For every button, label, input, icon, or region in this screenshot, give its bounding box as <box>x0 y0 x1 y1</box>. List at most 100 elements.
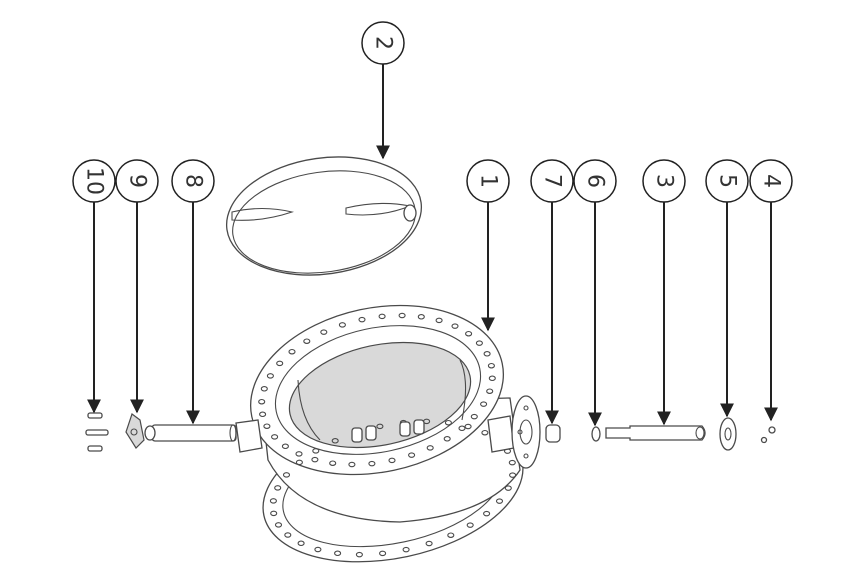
bolt-hole <box>303 338 311 344</box>
bolt-hole <box>425 540 433 547</box>
callout-number: 4 <box>759 174 784 188</box>
bolt-hole <box>451 323 459 329</box>
part-8-shaft <box>144 424 237 442</box>
bolt-hole <box>270 510 278 517</box>
bolt-hole <box>281 443 289 450</box>
callout-6: 6 <box>573 159 617 203</box>
bolt-hole <box>488 375 496 382</box>
callout-3: 3 <box>642 159 686 203</box>
callout-number: 1 <box>476 174 501 188</box>
callout-number: 7 <box>540 174 565 188</box>
callout-1: 1 <box>466 159 510 203</box>
bolt-hole <box>470 413 478 420</box>
callout-circle <box>72 159 116 203</box>
bolt-hole <box>504 485 512 491</box>
part-7-bushing <box>545 424 561 443</box>
bolt-hole <box>509 472 517 478</box>
callout-number: 2 <box>371 36 396 50</box>
part-5-washer <box>719 417 737 451</box>
bolt-hole <box>259 411 267 418</box>
bolt-hole <box>269 498 277 504</box>
part-10-bolts <box>85 412 109 452</box>
bolt-hole <box>368 460 376 467</box>
bolt-hole <box>444 419 452 426</box>
bolt-hole <box>408 452 416 458</box>
callout-number: 10 <box>82 167 107 195</box>
callout-circle <box>642 159 686 203</box>
bolt-hole <box>443 436 451 442</box>
bolt-hole <box>355 551 363 558</box>
bolt-hole <box>260 386 268 392</box>
callout-2: 2 <box>361 21 405 65</box>
part-body <box>235 304 541 563</box>
callout-number: 6 <box>583 174 608 188</box>
bolt-hole <box>274 485 282 491</box>
bolt-hole <box>271 434 279 440</box>
bolt-hole <box>358 316 366 323</box>
bolt-hole <box>475 340 483 346</box>
bolt-hole <box>483 351 491 357</box>
bolt-hole <box>266 373 274 379</box>
bolt-hole <box>481 429 489 436</box>
callout-circle <box>171 159 215 203</box>
bolt-hole <box>376 423 384 430</box>
bolt-hole <box>348 461 356 468</box>
callout-circle <box>466 159 510 203</box>
bolt-hole <box>320 329 328 335</box>
callout-7: 7 <box>530 159 574 203</box>
callout-circle <box>115 159 159 203</box>
bolt-hole <box>483 510 491 517</box>
bolt-hole <box>263 423 271 429</box>
bolt-hole <box>258 398 266 405</box>
bolt-hole <box>480 401 488 407</box>
bolt-hole <box>378 313 386 320</box>
bolt-hole <box>312 448 320 454</box>
bolt-hole <box>288 348 296 355</box>
bolt-hole <box>295 451 303 457</box>
part-9-cover <box>125 413 145 449</box>
callout-number: 9 <box>125 174 150 188</box>
callout-10: 10 <box>72 159 116 203</box>
bolt-hole <box>508 459 516 466</box>
callout-circle <box>749 159 793 203</box>
bolt-hole <box>284 532 292 538</box>
bolt-hole <box>334 550 342 557</box>
bolt-hole <box>464 423 472 430</box>
part-4-screw <box>760 426 776 444</box>
bolt-hole <box>329 460 337 466</box>
bolt-hole <box>297 540 305 547</box>
bolt-hole <box>379 550 387 557</box>
bolt-hole <box>465 330 473 337</box>
callout-circle <box>361 21 405 65</box>
bolt-hole <box>398 312 406 319</box>
callout-number: 5 <box>715 174 740 188</box>
bolt-hole <box>447 532 455 538</box>
bolt-hole <box>311 456 319 463</box>
callout-9: 9 <box>115 159 159 203</box>
bolt-hole <box>435 317 443 324</box>
callout-5: 5 <box>705 159 749 203</box>
callout-4: 4 <box>749 159 793 203</box>
bolt-hole <box>466 522 474 528</box>
callout-circle <box>573 159 617 203</box>
bolt-hole <box>274 522 283 528</box>
bolt-hole <box>295 459 303 466</box>
bolt-hole <box>331 438 339 444</box>
bolt-hole <box>276 360 284 367</box>
bolt-hole <box>314 546 322 553</box>
callout-circle <box>530 159 574 203</box>
callout-8: 8 <box>171 159 215 203</box>
callout-circle <box>705 159 749 203</box>
bolt-hole <box>402 546 410 553</box>
bolt-hole <box>338 322 346 328</box>
bolt-hole <box>495 498 504 504</box>
bolt-hole <box>487 362 495 369</box>
bolt-hole <box>417 314 425 320</box>
callout-number: 3 <box>652 174 677 188</box>
bolt-hole <box>426 445 434 451</box>
part-3-shaft <box>605 425 706 441</box>
callout-number: 8 <box>181 174 206 188</box>
bolt-hole <box>388 457 396 464</box>
part-disc <box>225 156 423 276</box>
